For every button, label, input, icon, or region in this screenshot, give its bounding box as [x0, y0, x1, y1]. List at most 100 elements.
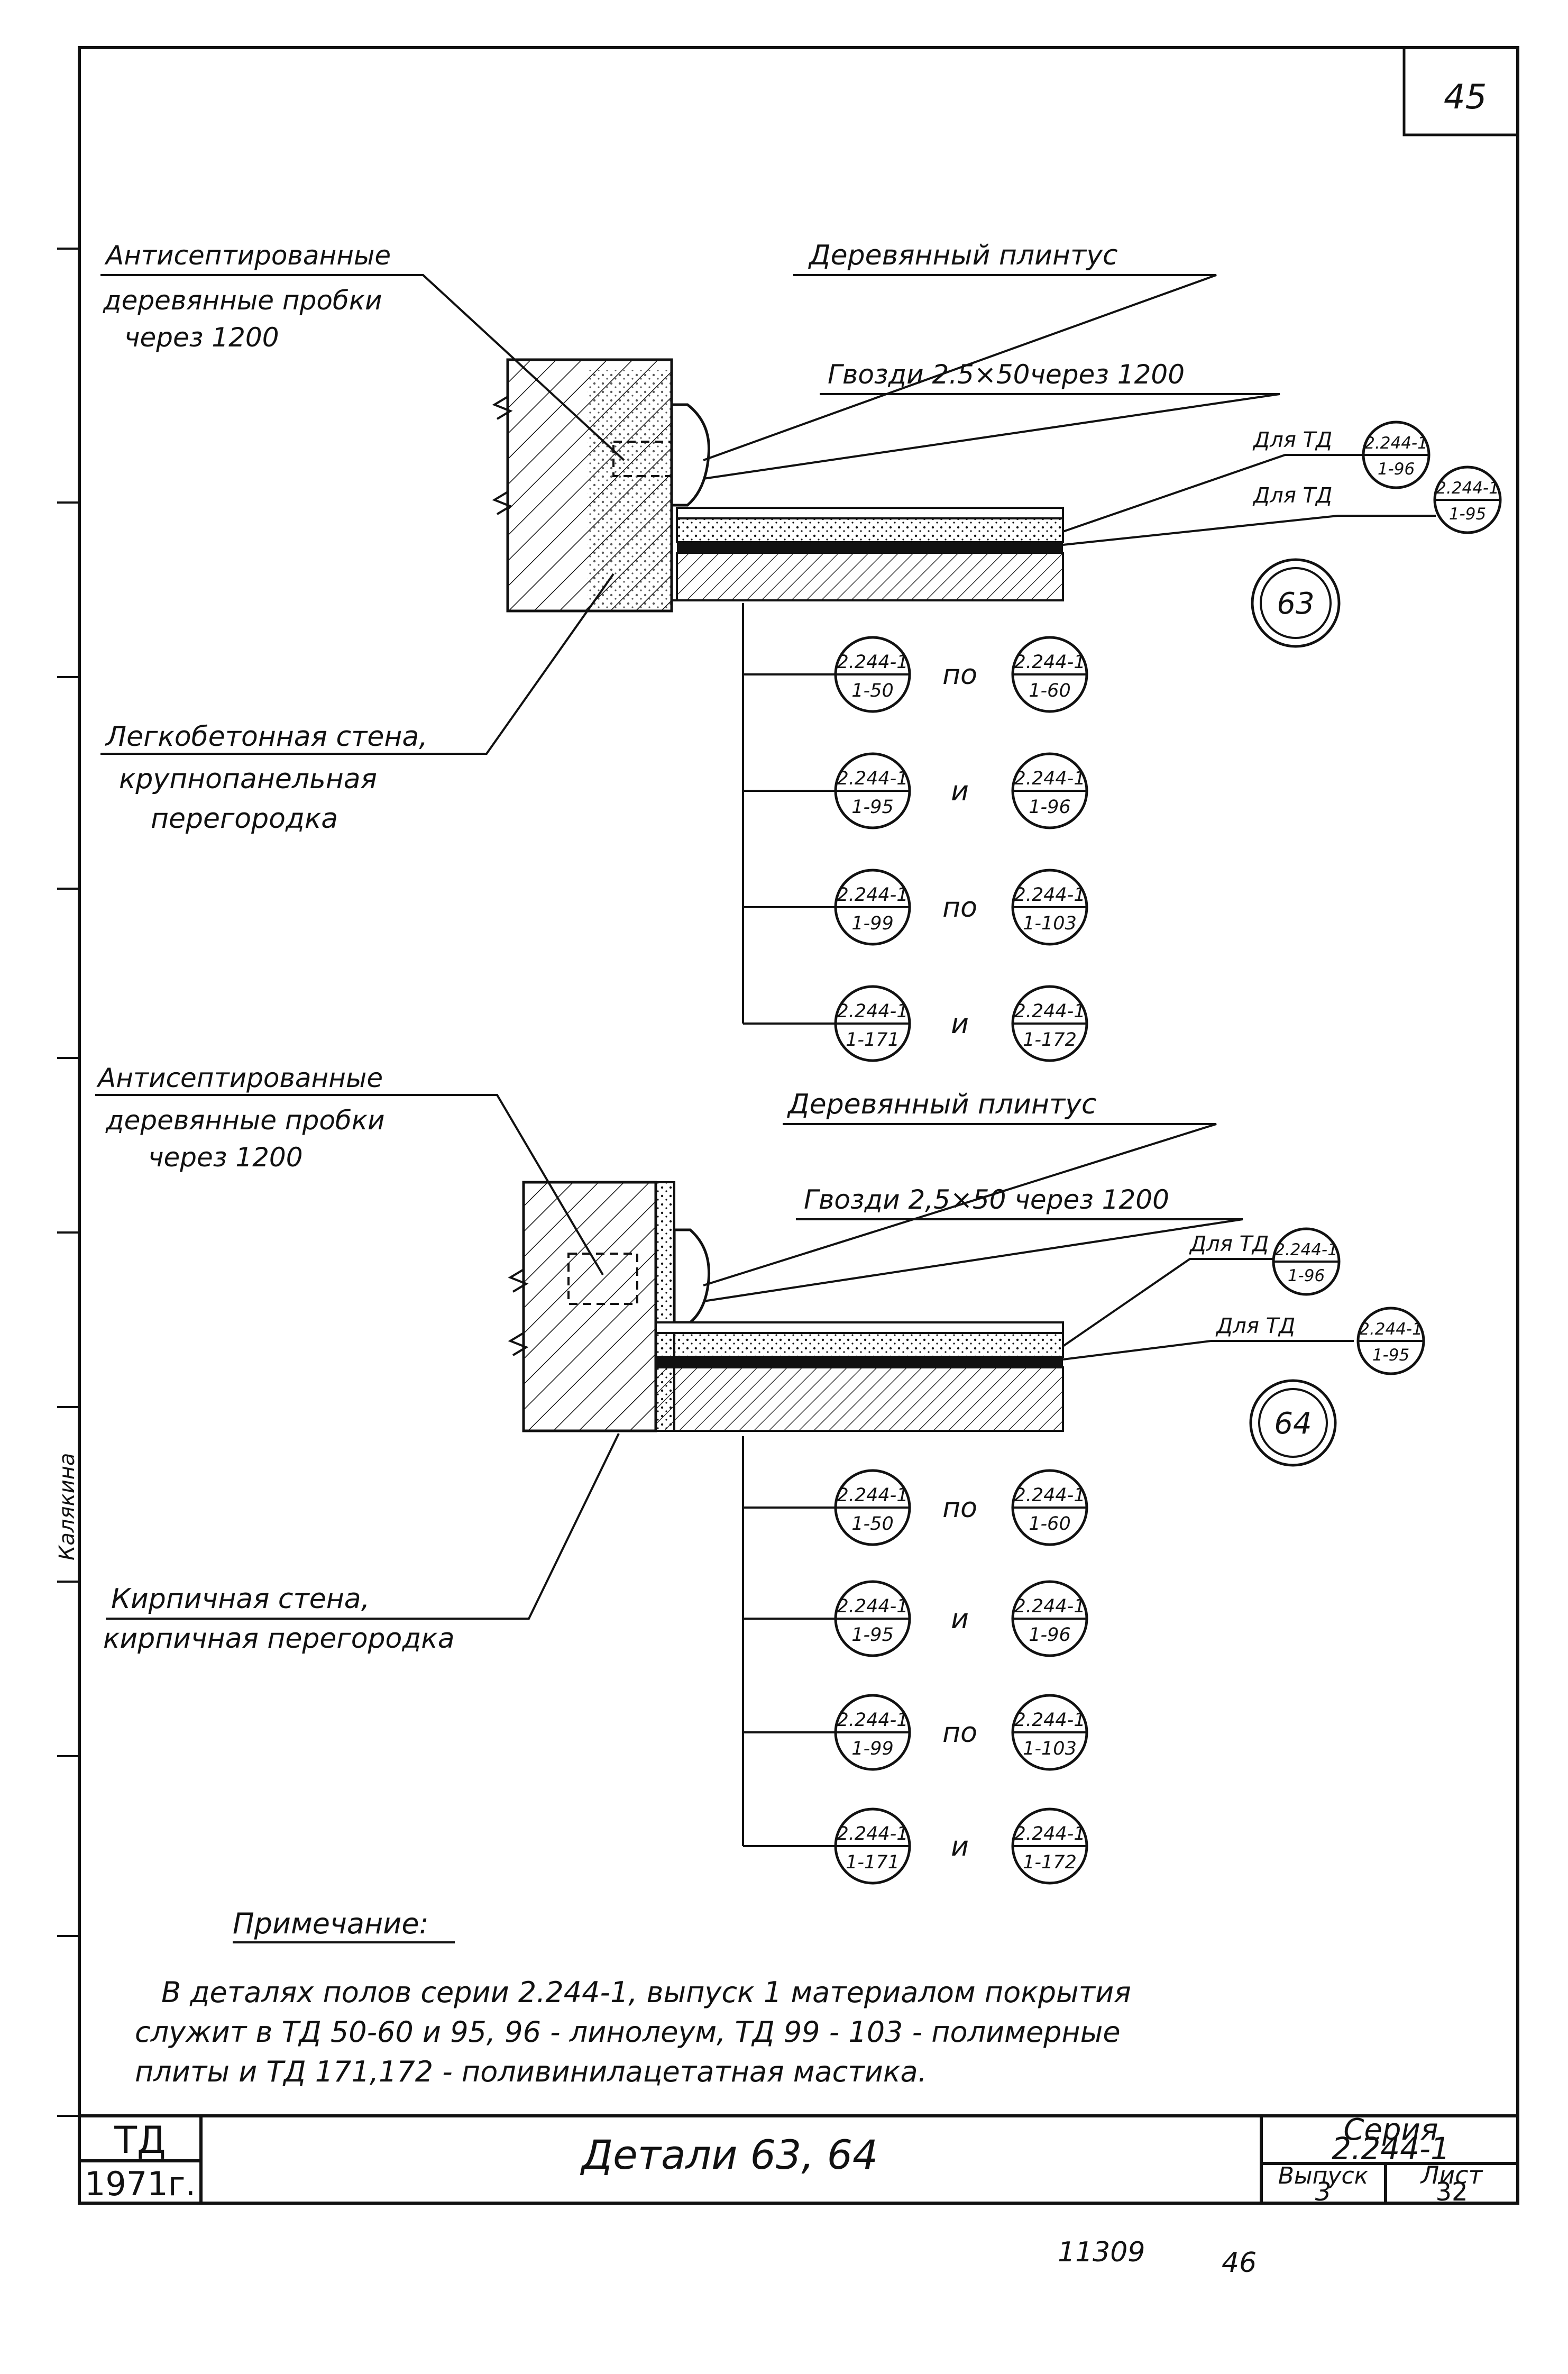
- detail-63-ref-left-3: 2.244-11-171: [834, 985, 911, 1062]
- detail-63-ref-right-0: 2.244-1 1-60: [1011, 636, 1088, 713]
- ref2-prefix-63: Для ТД: [1252, 483, 1332, 508]
- detail-63-ref-left-2-top: 2.244-1: [837, 884, 908, 906]
- detail-63-ref-conj-2: по: [942, 892, 977, 924]
- floor-screed-64: [655, 1332, 1064, 1358]
- detail-64-ref-left-3-top: 2.244-1: [837, 1823, 908, 1845]
- floor-layer-64: [656, 1357, 1063, 1367]
- detail-64-ref-right-0-bottom: 1-60: [1029, 1513, 1070, 1535]
- detail-63-ref-left-1-bottom: 1-95: [851, 797, 893, 818]
- detail-63-ref2-bottom: 1-95: [1449, 505, 1486, 524]
- detail-63-ref-right-0-top: 2.244-1: [1014, 652, 1085, 673]
- detail-63-ref-left-3-top: 2.244-1: [837, 1001, 908, 1022]
- detail-63-ref-right-2: 2.244-11-103: [1011, 869, 1088, 946]
- wooden-plug-63: [612, 441, 675, 477]
- note-line-2: служит в ТД 50-60 и 95, 96 - линолеум, Т…: [135, 2015, 1121, 2049]
- detail-64-ref-left-1-bottom: 1-95: [851, 1624, 893, 1646]
- detail-64-ref-left-2: 2.244-1 1-99: [834, 1694, 911, 1771]
- title-year: 1971г.: [85, 2165, 196, 2203]
- note-line-3: плиты и ТД 171,172 - поливинилацетатная …: [135, 2055, 927, 2088]
- refs-64: 2.244-11-962.244-11-952.244-11-502.244-1…: [834, 1227, 1425, 1885]
- detail-64: Антисептированные деревянные пробки чере…: [95, 1063, 1425, 1885]
- label-wall-64-l1: Кирпичная стена,: [111, 1583, 370, 1615]
- detail-64-ref-conj-0: по: [942, 1492, 977, 1524]
- label-plugs-64-l3: через 1200: [148, 1142, 303, 1173]
- detail-number-circle-63: [1251, 558, 1341, 648]
- detail-63-ref-right-2-top: 2.244-1: [1014, 884, 1085, 906]
- detail-63-ref2: 2.244-1 1-95: [1433, 465, 1502, 534]
- label-plugs-63-l1: Антисептированные: [104, 240, 391, 271]
- label-wall-63-l2: крупнопанельная: [119, 763, 377, 795]
- note: Примечание: В деталях полов серии 2.244-…: [135, 1907, 1131, 2088]
- detail-63-ref-left-2: 2.244-1 1-99: [834, 869, 911, 946]
- ref1-prefix-63: Для ТД: [1252, 428, 1332, 452]
- detail-63-ref1-top: 2.244-1: [1364, 434, 1428, 453]
- detail-64-ref2-top: 2.244-1: [1359, 1320, 1423, 1339]
- detail-63-ref2-top: 2.244-1: [1436, 479, 1499, 498]
- detail-64-ref-right-3-top: 2.244-1: [1014, 1823, 1085, 1845]
- detail-63-ref-conj-1: и: [951, 775, 969, 807]
- plinth-63: [670, 403, 710, 507]
- detail-64-ref-left-0-top: 2.244-1: [837, 1485, 908, 1506]
- sheet-value: 32: [1435, 2177, 1468, 2207]
- detail-64-ref1-top: 2.244-1: [1274, 1240, 1338, 1259]
- drawing-title: Детали 63, 64: [580, 2131, 878, 2178]
- title-block: [79, 2114, 1518, 2203]
- label-nails-63: Гвозди 2.5×50через 1200: [828, 359, 1185, 390]
- floor-finish-63: [676, 507, 1064, 519]
- detail-64-ref-right-2-bottom: 1-103: [1023, 1738, 1077, 1759]
- detail-63-ref-right-3: 2.244-1 1-172: [1011, 985, 1088, 1062]
- detail-64-ref-left-2-bottom: 1-99: [851, 1738, 893, 1759]
- detail-63-ref-conj-3: и: [951, 1008, 969, 1040]
- footer-code: 11309: [1058, 2236, 1145, 2268]
- detail-64-ref-left-1: 2.244-1 1-95: [834, 1580, 911, 1657]
- detail-64-ref-right-0: 2.244-1 1-60: [1011, 1469, 1088, 1546]
- series-label: Серия: [1343, 2113, 1438, 2147]
- detail-63-ref-left-2-bottom: 1-99: [851, 913, 893, 934]
- detail-64-ref-right-1-top: 2.244-1: [1014, 1596, 1085, 1617]
- detail-64-ref-right-2: 2.244-11-103: [1011, 1694, 1088, 1771]
- detail-64-ref-right-0-top: 2.244-1: [1014, 1485, 1085, 1506]
- ref2-prefix-64: Для ТД: [1215, 1314, 1295, 1338]
- detail-64-ref-conj-3: и: [951, 1831, 969, 1862]
- note-heading: Примечание:: [233, 1907, 429, 1940]
- detail-63-ref1: 2.244-1 1-96: [1362, 421, 1431, 489]
- margin-note: Калякина: [55, 1453, 79, 1560]
- detail-64-ref-conj-1: и: [951, 1603, 969, 1635]
- label-plugs-63-l3: через 1200: [124, 322, 279, 353]
- wooden-plug-64: [567, 1253, 638, 1305]
- label-plinth-64: Деревянный плинтус: [787, 1089, 1097, 1120]
- detail-63-ref-left-1: 2.244-11-95: [834, 752, 911, 829]
- detail-64-ref-right-3: 2.244-11-172: [1011, 1807, 1088, 1885]
- label-plugs-64-l1: Антисептированные: [96, 1063, 383, 1093]
- detail-number-circle-64: [1249, 1379, 1337, 1467]
- detail-63-ref-right-3-bottom: 1-172: [1023, 1029, 1077, 1051]
- detail-64-ref-left-1-top: 2.244-1: [837, 1596, 908, 1617]
- detail-63-ref-right-0-bottom: 1-60: [1029, 680, 1070, 701]
- detail-64-ref-right-1: 2.244-1 1-96: [1011, 1580, 1088, 1657]
- issue-value: 3: [1315, 2177, 1332, 2207]
- detail-63-ref-conj-0: по: [942, 659, 977, 691]
- detail-number-63: 63: [1277, 587, 1314, 621]
- series-value: 2.244-1: [1332, 2131, 1450, 2167]
- detail-63-ref-right-3-top: 2.244-1: [1014, 1001, 1085, 1022]
- detail-63-ref-left-0: 2.244-11-50: [834, 636, 911, 713]
- detail-64-ref-left-2-top: 2.244-1: [837, 1710, 908, 1731]
- issue-label: Выпуск: [1278, 2162, 1369, 2189]
- detail-64-ref-right-1-bottom: 1-96: [1029, 1624, 1070, 1646]
- detail-64-ref-left-3-bottom: 1-171: [846, 1852, 900, 1873]
- detail-64-ref-left-3: 2.244-1 1-171: [834, 1807, 911, 1885]
- wall-64: [522, 1181, 657, 1432]
- sheet-number-box: [1402, 46, 1519, 136]
- detail-63-ref-right-1-top: 2.244-1: [1014, 768, 1085, 789]
- label-plinth-63: Деревянный плинтус: [808, 240, 1118, 271]
- footer-page: 46: [1222, 2247, 1257, 2279]
- floor-slab-64: [655, 1366, 1064, 1432]
- detail-64-ref1-bottom: 1-96: [1288, 1266, 1325, 1285]
- detail-63-ref-right-1-bottom: 1-96: [1029, 797, 1070, 818]
- detail-64-ref-left-0: 2.244-11-50: [834, 1469, 911, 1546]
- detail-63-ref1-bottom: 1-96: [1378, 460, 1415, 479]
- note-line-1: В деталях полов серии 2.244-1, выпуск 1 …: [161, 1976, 1131, 2009]
- refs-63: 2.244-11-962.244-11-952.244-11-502.244-1…: [834, 421, 1502, 1062]
- floor-slab-63: [676, 552, 1064, 601]
